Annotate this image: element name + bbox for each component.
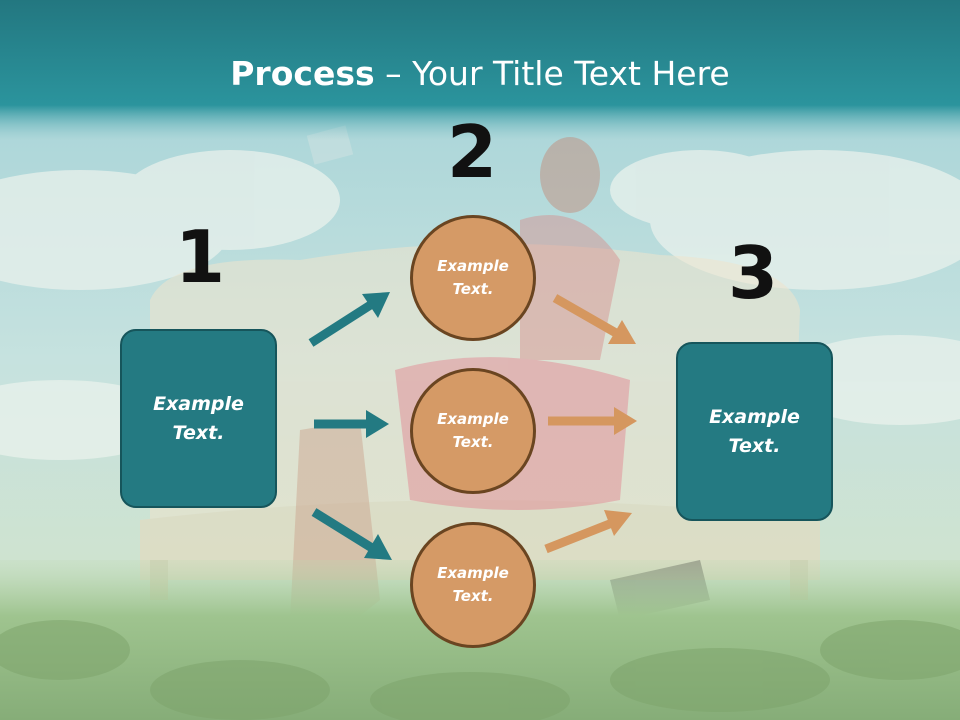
step-2-text-middle: Example Text. [437,410,509,451]
title-bold: Process [230,54,375,93]
step-2-text-bottom: Example Text. [437,564,509,605]
arrow-teal-middle [314,410,389,438]
step-1-box: Example Text. [120,329,277,508]
step-2-circle-bottom: Example Text. [410,522,536,648]
title-rest: – Your Title Text Here [374,54,730,93]
grass-tufts [0,620,960,720]
step-number-3: 3 [727,231,779,315]
slide-title: Process – Your Title Text Here [0,52,960,96]
step-3-text: Example Text. [709,405,800,457]
step-3-box: Example Text. [676,342,833,521]
step-number-1: 1 [174,215,226,299]
step-1-text: Example Text. [153,392,244,444]
arrow-teal-down [311,508,392,560]
step-number-2: 2 [446,110,498,194]
step-2-text-top: Example Text. [437,257,509,298]
arrow-tan-middle [548,407,637,435]
arrow-tan-up [544,510,632,554]
arrow-tan-down [552,294,636,344]
step-2-circle-middle: Example Text. [410,368,536,494]
arrow-teal-up [308,292,390,347]
step-2-circle-top: Example Text. [410,215,536,341]
